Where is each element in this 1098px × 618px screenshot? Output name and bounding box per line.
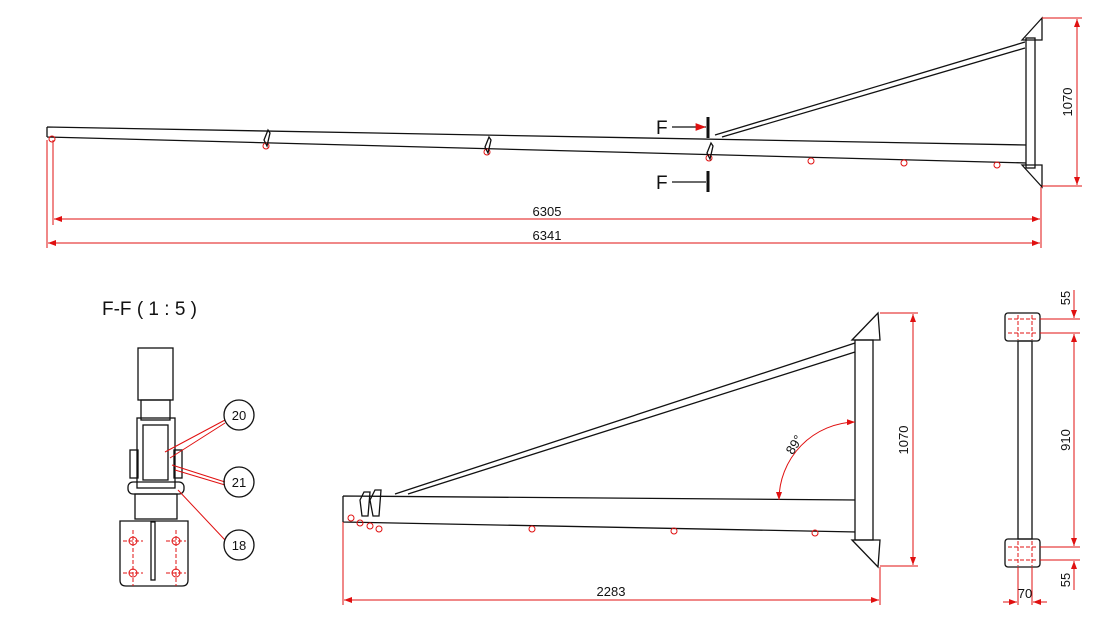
diagonal-brace: [714, 41, 1026, 138]
top-dimensions: [46, 17, 1082, 248]
end-view-crane: [1004, 312, 1041, 568]
balloon-21: [223, 466, 255, 498]
dim-inner-length: 6305: [533, 204, 562, 219]
dim-total-length: 6341: [533, 228, 562, 243]
section-view: [119, 347, 189, 587]
dim-angle: 89°: [783, 432, 806, 457]
section-marker-top: [672, 117, 710, 192]
section-marker-label: F: [656, 173, 668, 194]
dim-bottom-offset: 55: [1058, 573, 1073, 587]
dim-width: 70: [1018, 586, 1032, 601]
dim-top-offset: 55: [1058, 291, 1073, 305]
balloon-18: [223, 529, 255, 561]
balloon-label: 18: [232, 538, 246, 553]
balloon-leaders: [164, 399, 255, 561]
dim-side-length: 2283: [597, 584, 626, 599]
dim-pitch: 910: [1058, 429, 1073, 451]
side-dimensions: [342, 312, 918, 605]
mast: [1025, 37, 1036, 169]
section-title: F-F ( 1 : 5 ): [102, 299, 197, 320]
balloon-label: 20: [232, 408, 246, 423]
dim-top-height: 1070: [1060, 88, 1075, 117]
section-marker-label: F: [656, 118, 668, 139]
top-view-crane: [46, 16, 1043, 189]
side-view-crane: [342, 311, 881, 569]
balloon-label: 21: [232, 475, 246, 490]
wall-brackets: [1020, 16, 1043, 189]
boom: [46, 126, 1028, 164]
end-dimensions: [1003, 290, 1080, 605]
balloon-20: [223, 399, 255, 431]
dim-side-height: 1070: [896, 426, 911, 455]
trolley-holes: [48, 135, 1001, 169]
